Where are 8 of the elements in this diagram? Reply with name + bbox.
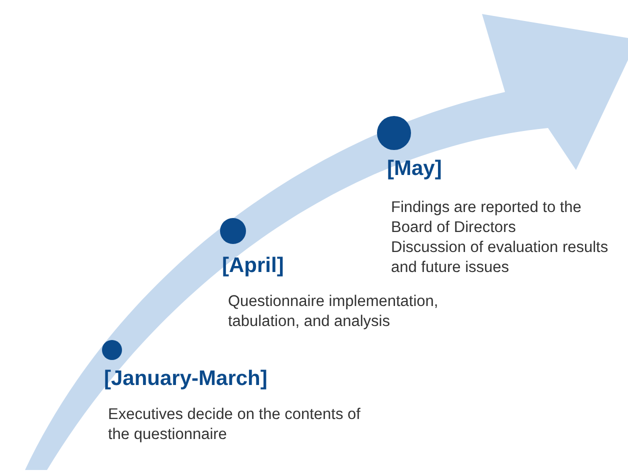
milestone-description: Questionnaire implementation, tabulation, and analysis xyxy=(228,292,440,332)
milestone-description: Discussion of evaluation results and future issues xyxy=(391,238,610,278)
milestone-description: Executives decide on the contents of the questionnaire xyxy=(108,405,362,445)
milestone-heading: [May] xyxy=(387,157,442,181)
milestone-heading: [April] xyxy=(222,254,284,278)
timeline-dot xyxy=(377,116,411,150)
milestone-heading: [January-March] xyxy=(104,367,268,391)
milestone-description: Findings are reported to the Board of Directors xyxy=(391,198,582,238)
